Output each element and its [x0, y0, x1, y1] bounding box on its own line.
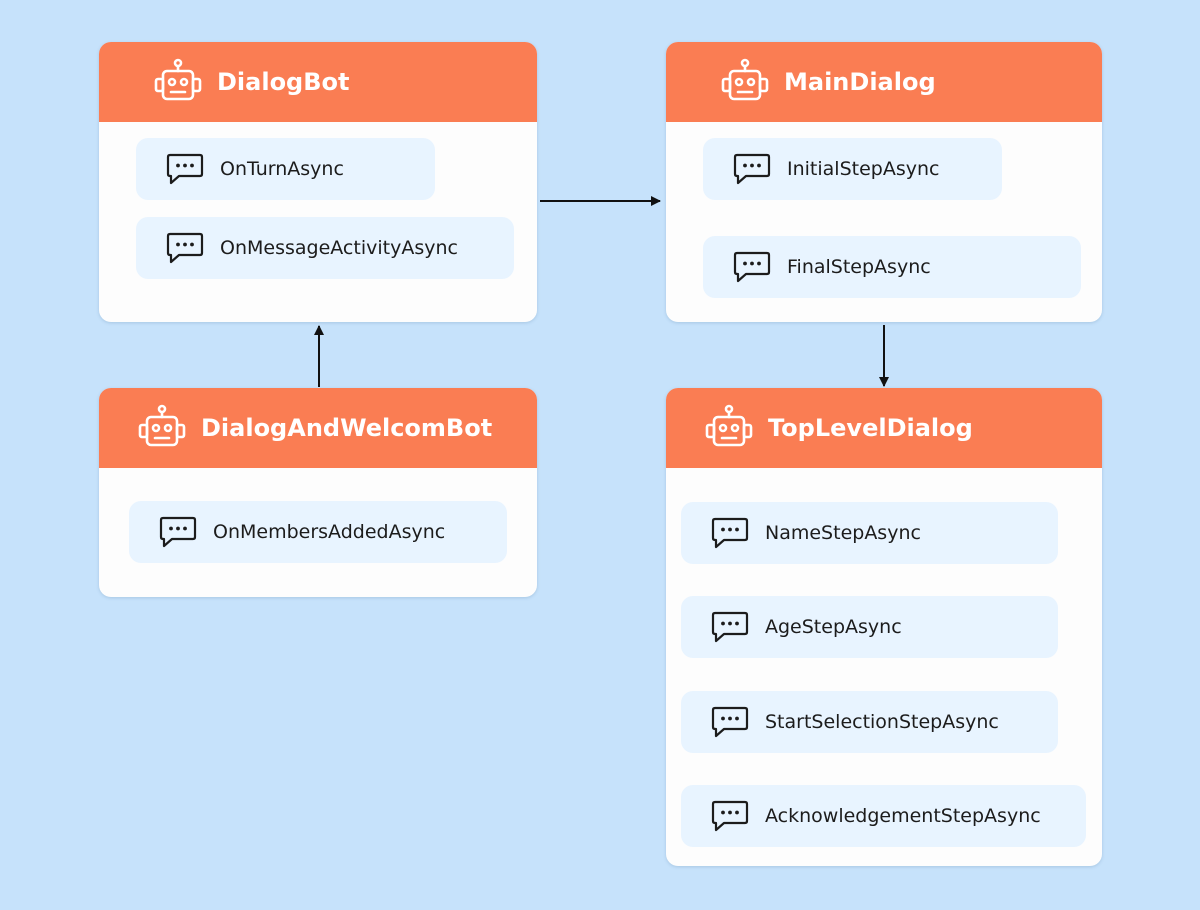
method-onmembersaddedasync: OnMembersAddedAsync	[129, 501, 507, 563]
chat-bubble-icon	[159, 516, 197, 548]
method-startselectionstepasync: StartSelectionStepAsync	[681, 691, 1058, 753]
maindialog-header: MainDialog	[666, 42, 1102, 122]
method-label: OnMembersAddedAsync	[213, 521, 446, 543]
method-label: InitialStepAsync	[787, 158, 940, 180]
topleveldialog-card: TopLevelDialog NameStepAsync AgeStepAsyn…	[666, 388, 1102, 866]
maindialog-card: MainDialog InitialStepAsync FinalStepAsy…	[666, 42, 1102, 322]
topleveldialog-header: TopLevelDialog	[666, 388, 1102, 468]
method-initialstepasync: InitialStepAsync	[703, 138, 1002, 200]
method-agestepasync: AgeStepAsync	[681, 596, 1058, 658]
chat-bubble-icon	[733, 153, 771, 185]
chat-bubble-icon	[733, 251, 771, 283]
method-label: StartSelectionStepAsync	[765, 711, 999, 733]
method-label: FinalStepAsync	[787, 256, 931, 278]
dialogbot-title: DialogBot	[217, 68, 350, 96]
chat-bubble-icon	[711, 706, 749, 738]
method-label: OnTurnAsync	[220, 158, 344, 180]
method-label: OnMessageActivityAsync	[220, 237, 458, 259]
method-onmessageactivityasync: OnMessageActivityAsync	[136, 217, 514, 279]
method-label: AcknowledgementStepAsync	[765, 805, 1041, 827]
method-label: NameStepAsync	[765, 522, 921, 544]
method-label: AgeStepAsync	[765, 616, 902, 638]
dialogandwelcombot-header: DialogAndWelcomBot	[99, 388, 537, 468]
method-acknowledgementstepasync: AcknowledgementStepAsync	[681, 785, 1086, 847]
dialogbot-card: DialogBot OnTurnAsync OnMessageActivityA…	[99, 42, 537, 322]
robot-icon	[153, 58, 203, 106]
maindialog-title: MainDialog	[784, 68, 936, 96]
chat-bubble-icon	[711, 611, 749, 643]
topleveldialog-title: TopLevelDialog	[768, 414, 973, 442]
dialogbot-header: DialogBot	[99, 42, 537, 122]
chat-bubble-icon	[166, 153, 204, 185]
chat-bubble-icon	[166, 232, 204, 264]
robot-icon	[704, 404, 754, 452]
dialogandwelcombot-card: DialogAndWelcomBot OnMembersAddedAsync	[99, 388, 537, 597]
method-onturnasync: OnTurnAsync	[136, 138, 435, 200]
method-finalstepasync: FinalStepAsync	[703, 236, 1081, 298]
robot-icon	[137, 404, 187, 452]
dialogandwelcombot-title: DialogAndWelcomBot	[201, 414, 493, 442]
chat-bubble-icon	[711, 517, 749, 549]
method-namestepasync: NameStepAsync	[681, 502, 1058, 564]
robot-icon	[720, 58, 770, 106]
chat-bubble-icon	[711, 800, 749, 832]
